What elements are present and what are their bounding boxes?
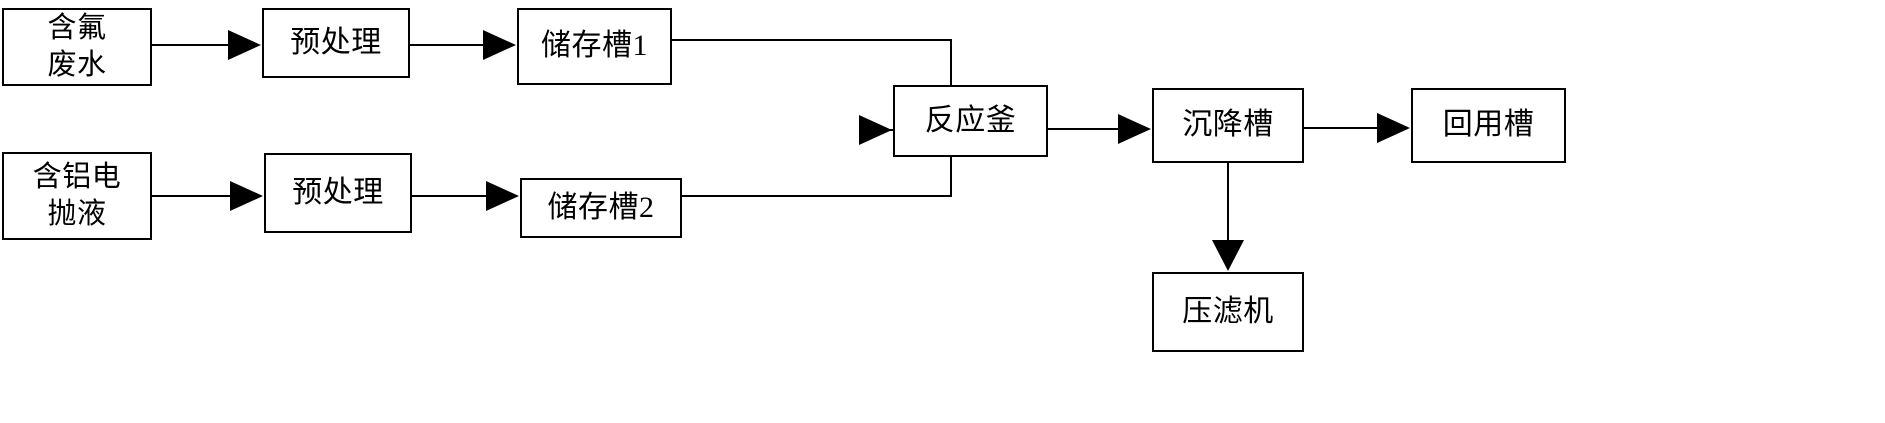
arrowhead-icon (483, 30, 516, 60)
node-filter-press[interactable]: 压滤机 (1152, 272, 1304, 352)
link-pretreatment-2-to-storage-2 (412, 181, 519, 211)
link-settling-tank-to-filter-press (1212, 163, 1244, 271)
node-settling-tank[interactable]: 沉降槽 (1152, 88, 1304, 163)
node-pretreatment-2[interactable]: 预处理 (264, 153, 412, 233)
node-reactor[interactable]: 反应釜 (893, 85, 1048, 157)
arrowhead-icon (1377, 113, 1410, 143)
link-aluminum-to-pretreatment-2 (152, 181, 263, 211)
arrowhead-icon (859, 115, 892, 145)
arrowhead-icon (1118, 114, 1151, 144)
node-storage-tank-1[interactable]: 储存槽1 (517, 8, 672, 85)
link-settling-tank-to-reuse-tank (1304, 113, 1410, 143)
node-fluorine-wastewater[interactable]: 含氟 废水 (2, 8, 152, 86)
node-storage-tank-2[interactable]: 储存槽2 (520, 178, 682, 238)
link-pretreatment-1-to-storage-1 (410, 30, 516, 60)
arrowhead-icon (228, 30, 261, 60)
link-fluorine-to-pretreatment-1 (152, 30, 261, 60)
node-aluminum-electropolishing-liquid[interactable]: 含铝电 抛液 (2, 152, 152, 240)
node-reuse-tank[interactable]: 回用槽 (1411, 88, 1566, 163)
arrowhead-icon (230, 181, 263, 211)
link-reactor-to-settling-tank (1048, 114, 1151, 144)
arrowhead-icon-down (1212, 240, 1244, 271)
arrowhead-icon (486, 181, 519, 211)
node-pretreatment-1[interactable]: 预处理 (262, 8, 410, 78)
